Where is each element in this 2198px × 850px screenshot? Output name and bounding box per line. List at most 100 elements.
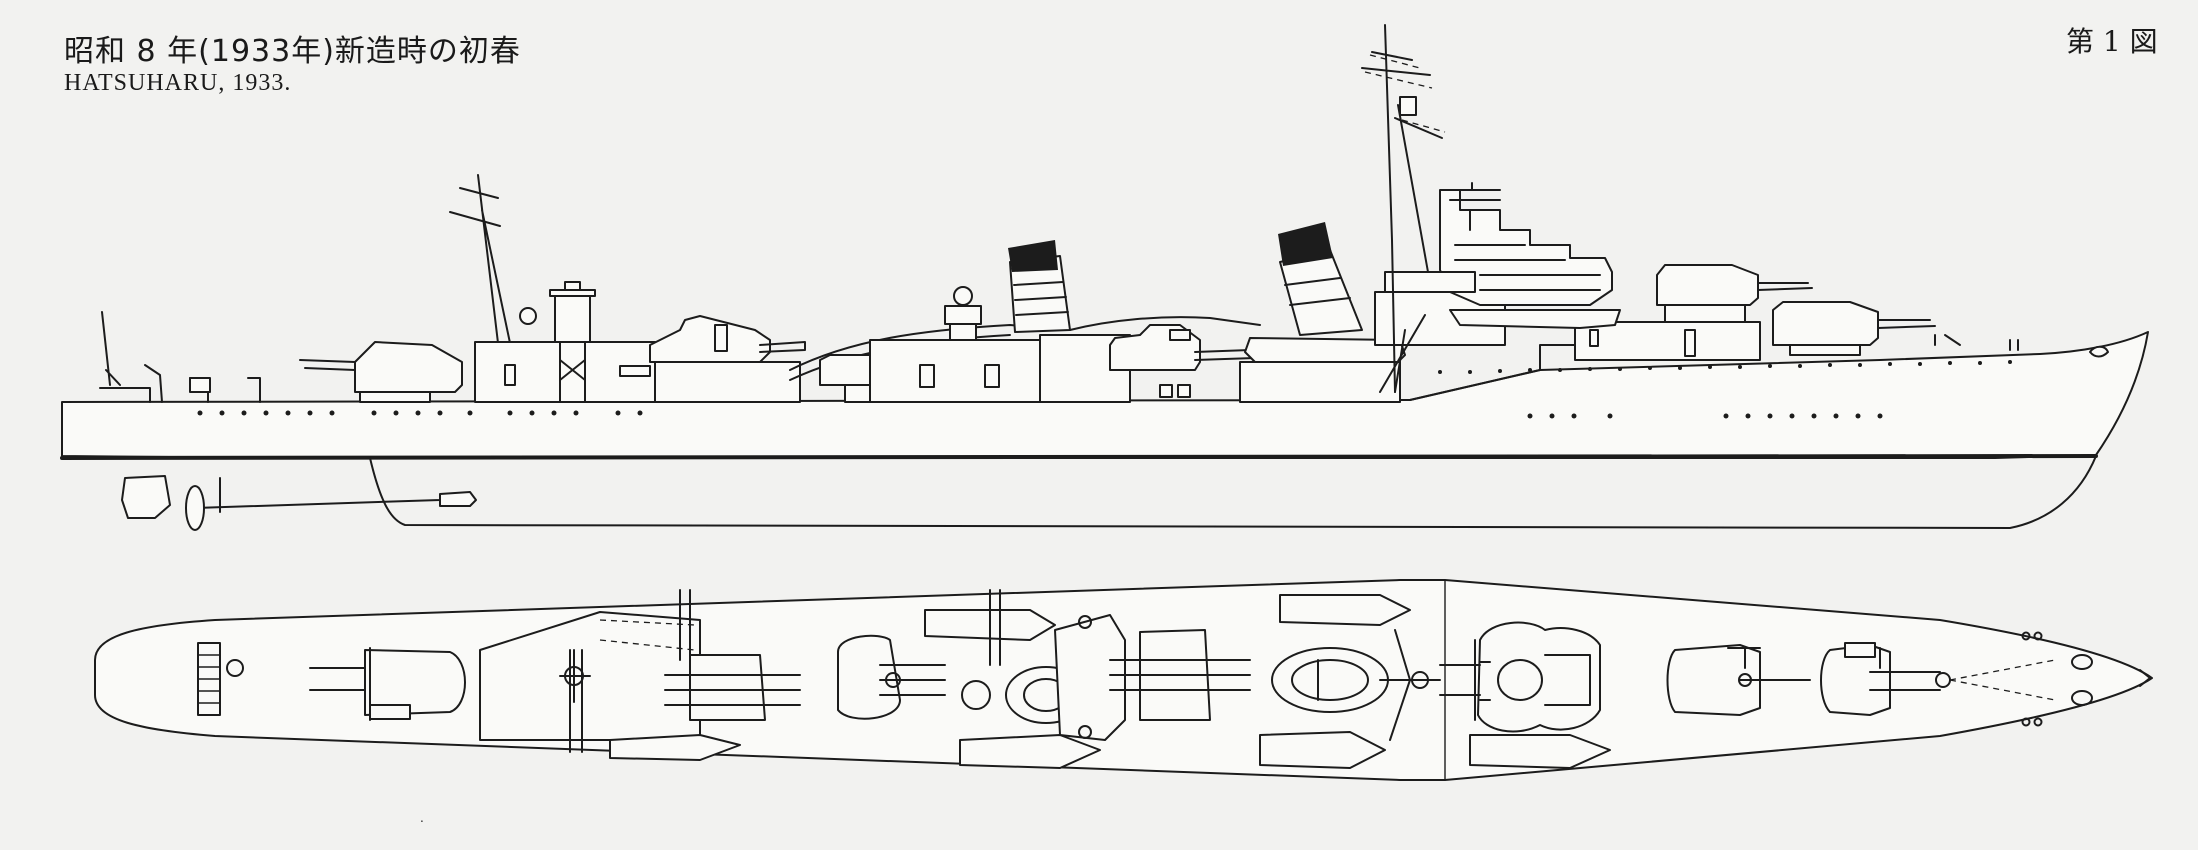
boat-plan-1	[609, 734, 741, 761]
searchlight-aft	[519, 307, 537, 325]
aft-gun-barrels	[299, 359, 356, 371]
fwd-gun-2-plan	[1666, 644, 1761, 716]
fwd-gun-1-barrels	[1877, 319, 1936, 329]
mid-door-2	[919, 364, 935, 388]
aft-gun-turret	[354, 341, 463, 393]
mid-mount-plan-tubes	[879, 664, 946, 696]
boat-plan-5	[1279, 594, 1411, 626]
bridge-detail	[1449, 199, 1601, 291]
title-japanese: 昭和 8 年(1933年)新造時の初春	[64, 34, 521, 69]
boat-plan-2	[959, 734, 1101, 769]
mid-deckhouse-4	[1239, 361, 1401, 403]
fwd-gun-2-turret	[1656, 264, 1759, 306]
fwd-torpedo-plan-tubes	[1109, 659, 1251, 691]
rangefinder	[1459, 182, 1501, 191]
mid-deckhouse-1	[654, 361, 801, 403]
plan-vent-1	[1078, 615, 1092, 629]
prop-shaft	[194, 495, 471, 509]
bow-crest	[2089, 345, 2109, 358]
fwd-gun-1-plan-barrels	[1869, 647, 1941, 691]
mid-mount-plan	[837, 634, 901, 720]
bridge-plan-front	[1439, 639, 1481, 721]
bollard-1	[2021, 631, 2031, 641]
fwd-gun-2-plan-hub	[1738, 673, 1752, 687]
searchlight-platform	[944, 305, 982, 325]
funnel-fwd-cap	[1278, 222, 1333, 266]
title-english: HATSUHARU, 1933.	[64, 70, 292, 96]
bridge-platform	[1384, 271, 1476, 293]
figure-number: 第 1 図	[2066, 25, 2158, 58]
stern-box	[189, 377, 211, 393]
aft-gun-plan	[364, 649, 466, 716]
aft-tower-legs	[559, 341, 586, 403]
funnel-aft-bands	[1013, 281, 1069, 316]
searchlight-plan	[961, 680, 991, 710]
fore-mast-plan	[1379, 629, 1441, 741]
sheer-break	[1409, 344, 1601, 401]
mid-window-2	[1177, 384, 1191, 398]
bollard-3	[2021, 717, 2031, 727]
fwd-deckhouse	[1574, 321, 1761, 361]
funnel-fwd-bands	[1284, 277, 1351, 306]
side-profile	[60, 24, 2149, 531]
stern-rack-lines	[198, 654, 220, 704]
anchor-chains	[1949, 659, 2056, 701]
fwd-torpedo-hood	[1169, 329, 1191, 341]
aft-gun-plan-hatch	[369, 704, 411, 720]
bridge-plan-detail	[1479, 654, 1591, 706]
portholes	[197, 360, 2012, 419]
stern-fittings	[99, 311, 261, 403]
bridge-wing	[1449, 309, 1621, 329]
fwd-window	[1589, 329, 1599, 347]
shelter-deck-curve	[789, 316, 1261, 371]
fore-mast	[1361, 24, 1443, 393]
scan-mark: .	[420, 811, 424, 825]
bow-jack	[2139, 669, 2151, 687]
stern-capstan	[226, 659, 244, 677]
fwd-gun-2-base	[1664, 304, 1746, 323]
searchlight-deck-plan	[1054, 614, 1126, 741]
torpedo-tubes-aft	[759, 341, 806, 353]
fwd-gun-1-plan-hatch	[1844, 642, 1876, 658]
forecastle-fittings	[1934, 334, 2019, 351]
propeller	[185, 485, 205, 531]
fwd-gun-2-barrels	[1757, 282, 1813, 291]
rudder	[121, 475, 171, 519]
searchlight-mid	[953, 286, 973, 306]
boat-plan-3	[1259, 731, 1386, 769]
mid-davits	[989, 589, 1001, 666]
underwater-hull	[369, 455, 2097, 529]
aft-davits	[679, 589, 691, 661]
aft-torpedo-plan	[689, 654, 766, 721]
masthead-box	[1399, 96, 1417, 116]
rigging	[1364, 54, 1446, 133]
funnel-aft-cap	[1008, 240, 1058, 272]
fore-mast-plan-hub	[1411, 671, 1429, 689]
torpedo-mount-aft	[649, 315, 771, 363]
top-plan	[94, 579, 2153, 781]
mount-hatch	[714, 324, 728, 352]
mid-mount-pivot	[885, 672, 901, 688]
shaft-bracket	[439, 491, 477, 507]
mid-deckhouse-2	[869, 339, 1041, 403]
fwd-gun-1-base	[1789, 344, 1861, 356]
mid-window-1	[1159, 384, 1173, 398]
fwd-gun-1-turret	[1772, 301, 1879, 346]
plan-vent-2	[1078, 725, 1092, 739]
bollard-4	[2033, 717, 2043, 727]
boat-plan-4	[1469, 734, 1611, 769]
bridge-structure	[1439, 189, 1613, 306]
aft-mast	[449, 174, 511, 344]
aft-torpedo-plan-tubes	[664, 674, 801, 706]
aft-gun-base	[359, 391, 431, 403]
aft-tower-plan-lines	[559, 649, 591, 753]
hawse-starboard	[2071, 690, 2093, 706]
mast-struts	[1379, 314, 1426, 393]
funnel-fwd-plan	[1271, 647, 1389, 713]
funnel-fwd-plan-inner	[1291, 659, 1369, 701]
vent-1	[619, 365, 651, 377]
aft-control-tower	[549, 281, 596, 343]
bridge-plan-inner	[1497, 659, 1543, 701]
bollard-2	[2033, 631, 2043, 641]
